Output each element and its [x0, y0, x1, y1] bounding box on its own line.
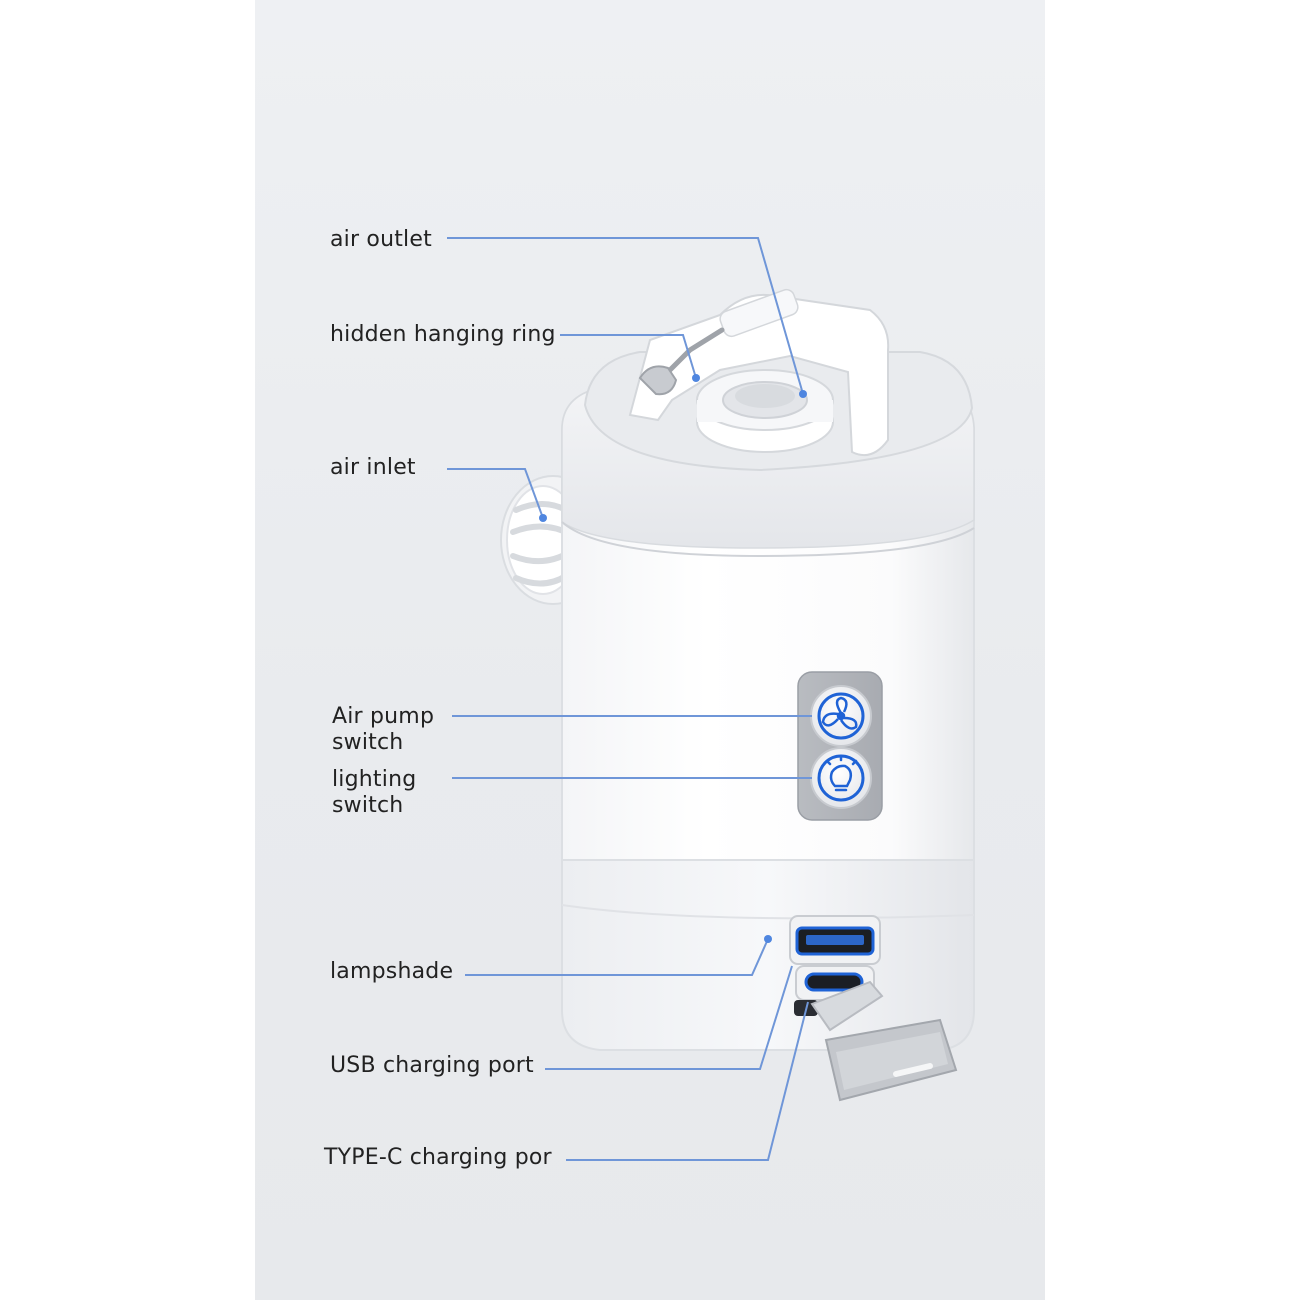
label-type-c-charging-port: TYPE-C charging por [324, 1145, 552, 1170]
air-outlet-nozzle [696, 369, 834, 453]
hanging-ring [638, 327, 725, 396]
label-lighting-switch-line1: lighting [332, 767, 417, 792]
leader-type-c [566, 1001, 809, 1161]
air-pump-switch-button[interactable] [810, 685, 872, 747]
label-lampshade: lampshade [330, 959, 454, 984]
label-usb-charging-port: USB charging port [330, 1053, 534, 1078]
lightbulb-icon [825, 754, 858, 792]
dot-air-outlet [799, 390, 807, 398]
leader-air-inlet [447, 468, 544, 519]
label-air-inlet: air inlet [330, 455, 416, 480]
pump-body [561, 387, 975, 1051]
label-air-pump-switch-line1: Air pump [332, 704, 435, 729]
label-air-pump-switch-line2: switch [332, 730, 404, 755]
dot-hanging-ring [692, 374, 700, 382]
leader-hanging-ring [560, 334, 697, 379]
label-lighting-switch: lighting switch [332, 767, 416, 819]
label-lighting-switch-line2: switch [332, 793, 404, 818]
usb-port [789, 915, 881, 965]
label-air-pump-switch: Air pump switch [332, 704, 434, 756]
label-air-outlet: air outlet [330, 227, 432, 252]
leader-air-outlet [447, 237, 804, 395]
leader-lampshade [465, 938, 769, 976]
leader-usb [545, 965, 793, 1070]
dot-air-inlet [539, 514, 547, 522]
lighting-switch-button[interactable] [810, 747, 872, 809]
dot-lampshade [764, 935, 772, 943]
port-cover-flap [810, 980, 958, 1102]
leader-lines [447, 237, 812, 1161]
leader-dots [539, 374, 807, 943]
label-hidden-hanging-ring: hidden hanging ring [330, 322, 556, 347]
fan-icon [821, 696, 858, 730]
carry-handle [628, 288, 890, 456]
